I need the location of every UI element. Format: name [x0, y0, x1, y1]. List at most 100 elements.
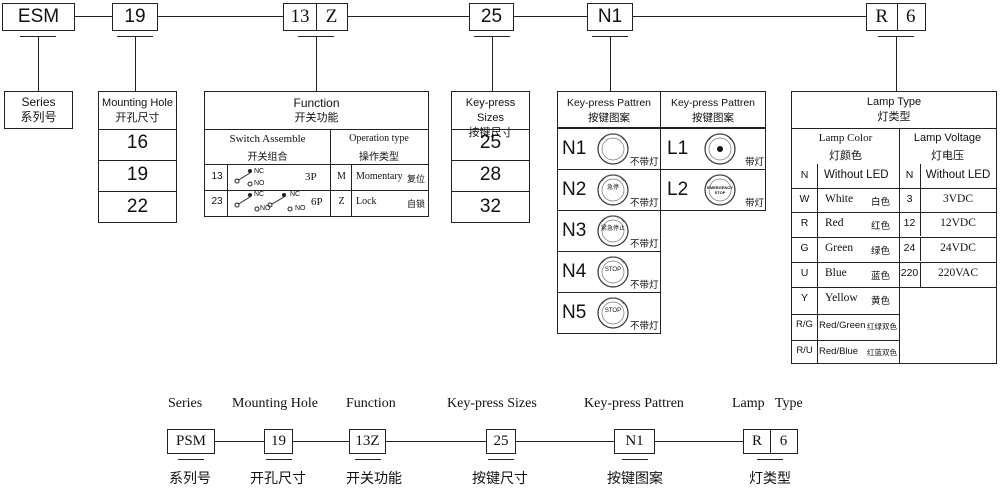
lamp-volt-cn: 灯电压: [931, 150, 964, 162]
divider: [817, 314, 818, 340]
op-title: Operation type: [349, 133, 409, 144]
pattern-code: N3: [562, 220, 587, 241]
no-lamp-label: 不带灯: [630, 157, 659, 168]
pattern-code: L2: [667, 179, 689, 200]
no-label: NO: [254, 180, 265, 187]
divider: [817, 340, 818, 364]
divider: [792, 262, 899, 263]
bottom-cn-pattern: 按键图案: [607, 470, 663, 486]
button-face-icon: [597, 256, 629, 288]
bottom-cn-mounting: 开孔尺寸: [250, 470, 306, 486]
top-hole-text: 19: [124, 6, 146, 27]
function-panel: Function 开关功能 Switch Assemble 开关组合 Opera…: [204, 91, 429, 217]
bottom-label-pattern: Key-press Pattren: [584, 396, 684, 411]
lamp-color-name: Blue: [825, 267, 847, 279]
divider: [817, 188, 818, 212]
pattern-code: N1: [562, 138, 587, 159]
op-en: Lock: [356, 196, 377, 207]
button-face-icon: [704, 174, 736, 206]
bottom-function-text: 13Z: [355, 433, 380, 449]
nc-label: NC: [254, 168, 265, 175]
nc-label: NC: [290, 191, 301, 198]
tick: [622, 459, 648, 460]
lamp-color-code: R: [800, 217, 809, 229]
lamp-color-code: R/U: [796, 345, 813, 356]
bottom-psm-box: PSM: [167, 429, 215, 454]
button-face-text: STOP: [604, 267, 622, 273]
lamp-color-cn: 绿色: [871, 246, 891, 257]
lamp-volt-value: 3VDC: [942, 193, 974, 205]
divider: [99, 191, 176, 192]
lamp-volt-code: 24: [903, 242, 916, 254]
op-cn: 操作类型: [359, 152, 399, 163]
lamp-volt-value: 12VDC: [940, 217, 976, 229]
keysize-option: 32: [479, 196, 502, 217]
bottom-hole-text: 19: [271, 433, 286, 449]
lamp-color-title: Lamp Color: [818, 132, 873, 144]
divider: [792, 237, 899, 238]
bottom-cn-series: 系列号: [169, 470, 211, 486]
lamp-color-code: R/G: [796, 319, 813, 330]
bottom-label-mounting: Mounting Hole: [232, 396, 318, 411]
op-code: Z: [338, 196, 345, 207]
lamp-volt-value: 220VAC: [937, 267, 979, 279]
lamp-volt-value: Without LED: [925, 169, 991, 181]
function-row-code: 13: [211, 171, 223, 182]
lamp-volt-title: Lamp Voltage: [913, 132, 982, 144]
bottom-lamp-box: R 6: [743, 429, 798, 454]
no-label: NO: [295, 205, 306, 212]
top-size-box: 25: [469, 3, 514, 31]
top-function-op: Z: [325, 6, 338, 27]
lamp-volt-code: 220: [900, 267, 919, 279]
top-esm-text: ESM: [17, 6, 60, 27]
divider: [792, 212, 899, 213]
divider: [899, 262, 996, 263]
lamp-color-code: W: [799, 193, 810, 205]
divider: [452, 129, 529, 130]
button-face-icon: [597, 133, 629, 165]
op-code: M: [337, 171, 346, 182]
tick: [757, 459, 783, 460]
button-face-icon: [597, 297, 629, 329]
op-cn-label: 自锁: [407, 199, 426, 209]
bottom-cn-lamp: 灯类型: [749, 470, 791, 486]
top-lamp-volt: 6: [905, 6, 916, 27]
switch-cn: 开关组合: [247, 152, 288, 163]
divider: [99, 160, 176, 161]
bottom-hole-box: 19: [264, 429, 293, 454]
lamp-color-name: Yellow: [825, 292, 858, 304]
divider: [205, 129, 428, 130]
divider: [792, 128, 996, 129]
lamp-color-name: Red: [825, 217, 844, 229]
no-lamp-label: 不带灯: [630, 239, 659, 250]
divider: [227, 164, 228, 217]
top-hole-box: 19: [112, 3, 158, 31]
lamp-volt-code: 12: [903, 217, 916, 229]
mounting-option: 19: [126, 164, 149, 185]
keysize-option: 25: [479, 132, 502, 153]
bottom-pattern-box: N1: [614, 429, 655, 454]
connector: [316, 36, 317, 91]
bottom-label-size: Key-press Sizes: [447, 396, 537, 411]
bottom-cn-size: 按键尺寸: [472, 470, 528, 486]
function-row-poles: 6P: [311, 196, 323, 208]
lamp-color-code: G: [800, 242, 809, 254]
series-title: Series: [21, 95, 56, 109]
function-title: Function: [293, 96, 340, 110]
divider: [920, 262, 921, 287]
connector: [135, 36, 136, 91]
divider: [792, 314, 899, 315]
keysize-cn: 按键尺寸: [468, 127, 513, 139]
bottom-label-lamp: Lamp Type: [732, 396, 803, 411]
lamp-color-cn: 红蓝双色: [867, 348, 897, 357]
pattern-cell-n1: N1 不带灯: [557, 128, 661, 170]
divider: [452, 191, 529, 192]
switch-title: Switch Assemble: [229, 133, 306, 145]
lamp-color-cn: 蓝色: [871, 271, 891, 282]
bottom-lamp-volt: 6: [779, 433, 788, 449]
bottom-lamp-divider: [770, 430, 771, 453]
